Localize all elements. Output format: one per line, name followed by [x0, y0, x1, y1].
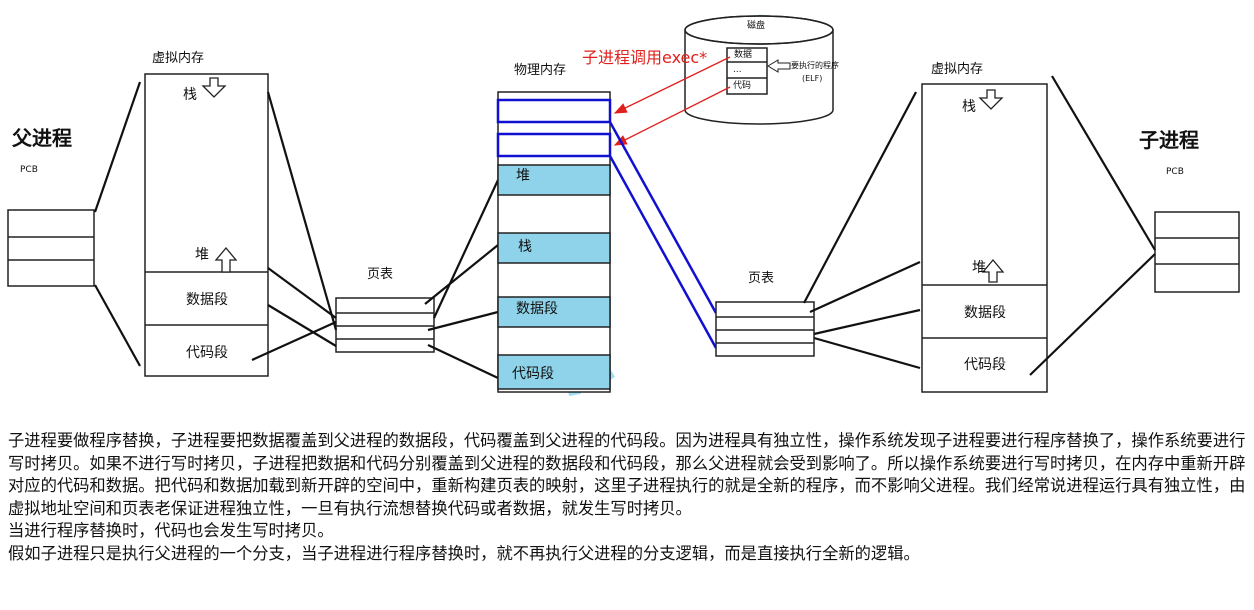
parent-connectors [93, 81, 499, 379]
child-pcb [1154, 211, 1240, 293]
child-virtual-memory [921, 83, 1048, 393]
blue-mapping-lines [608, 121, 718, 349]
parent-pcb-label: PCB [20, 165, 38, 175]
parent-process-title: 父进程 [12, 126, 72, 150]
explanation-text: 子进程要做程序替换，子进程要把数据覆盖到父进程的数据段，代码覆盖到父进程的代码段… [8, 430, 1253, 566]
physical-heap-label: 堆 [516, 168, 530, 184]
parent-vm-code-segment-label: 代码段 [186, 345, 228, 361]
child-page-table-title: 页表 [748, 271, 775, 286]
parent-pcb [7, 209, 95, 287]
physical-memory-title: 物理内存 [514, 63, 567, 78]
disk-row-ellipsis: ... [733, 65, 742, 75]
parent-stack-down-arrow [201, 77, 227, 98]
child-vm-code-segment-label: 代码段 [964, 357, 1006, 373]
physical-stack-label: 栈 [518, 239, 532, 255]
exec-arrows [613, 56, 731, 146]
disk-cylinder [684, 15, 834, 125]
explanation-paragraph-1: 子进程要做程序替换，子进程要把数据覆盖到父进程的数据段，代码覆盖到父进程的代码段… [8, 431, 1246, 518]
disk-row-code: 代码 [733, 81, 752, 91]
parent-page-table [335, 297, 435, 353]
exec-annotation: 子进程调用exec* [582, 48, 708, 67]
disk-note-line1: 要执行的程序 [791, 61, 839, 70]
child-vm-heap-label: 堆 [972, 260, 986, 276]
parent-vm-data-segment-label: 数据段 [186, 292, 228, 308]
disk-title: 磁盘 [747, 21, 766, 31]
parent-vm-stack-label: 栈 [183, 87, 197, 103]
parent-heap-up-arrow [214, 246, 238, 273]
physical-data-segment-label: 数据段 [516, 301, 558, 317]
child-pcb-label: PCB [1166, 167, 1184, 177]
child-connectors [803, 75, 1156, 376]
parent-virtual-memory [144, 73, 269, 377]
disk-row-data: 数据 [734, 50, 753, 60]
child-page-table [715, 301, 815, 357]
child-heap-up-arrow [981, 258, 1005, 283]
child-process-title: 子进程 [1139, 128, 1199, 152]
explanation-paragraph-3: 假如子进程只是执行父进程的一个分支，当子进程进行程序替换时，就不再执行父进程的分… [8, 543, 920, 563]
physical-new-blocks [496, 98, 612, 158]
explanation-paragraph-2: 当进行程序替换时，代码也会发生写时拷贝。 [8, 521, 334, 541]
physical-memory [497, 91, 611, 393]
disk-note-line2: (ELF) [802, 74, 823, 83]
child-virtual-memory-title: 虚拟内存 [931, 62, 984, 77]
parent-vm-heap-label: 堆 [195, 247, 209, 263]
child-vm-stack-label: 栈 [962, 99, 976, 115]
disk-note-arrow [767, 59, 791, 73]
parent-page-table-title: 页表 [367, 267, 394, 282]
child-vm-data-segment-label: 数据段 [964, 305, 1006, 321]
physical-code-segment-label: 代码段 [512, 366, 554, 382]
child-stack-down-arrow [978, 89, 1004, 110]
parent-virtual-memory-title: 虚拟内存 [152, 51, 205, 66]
